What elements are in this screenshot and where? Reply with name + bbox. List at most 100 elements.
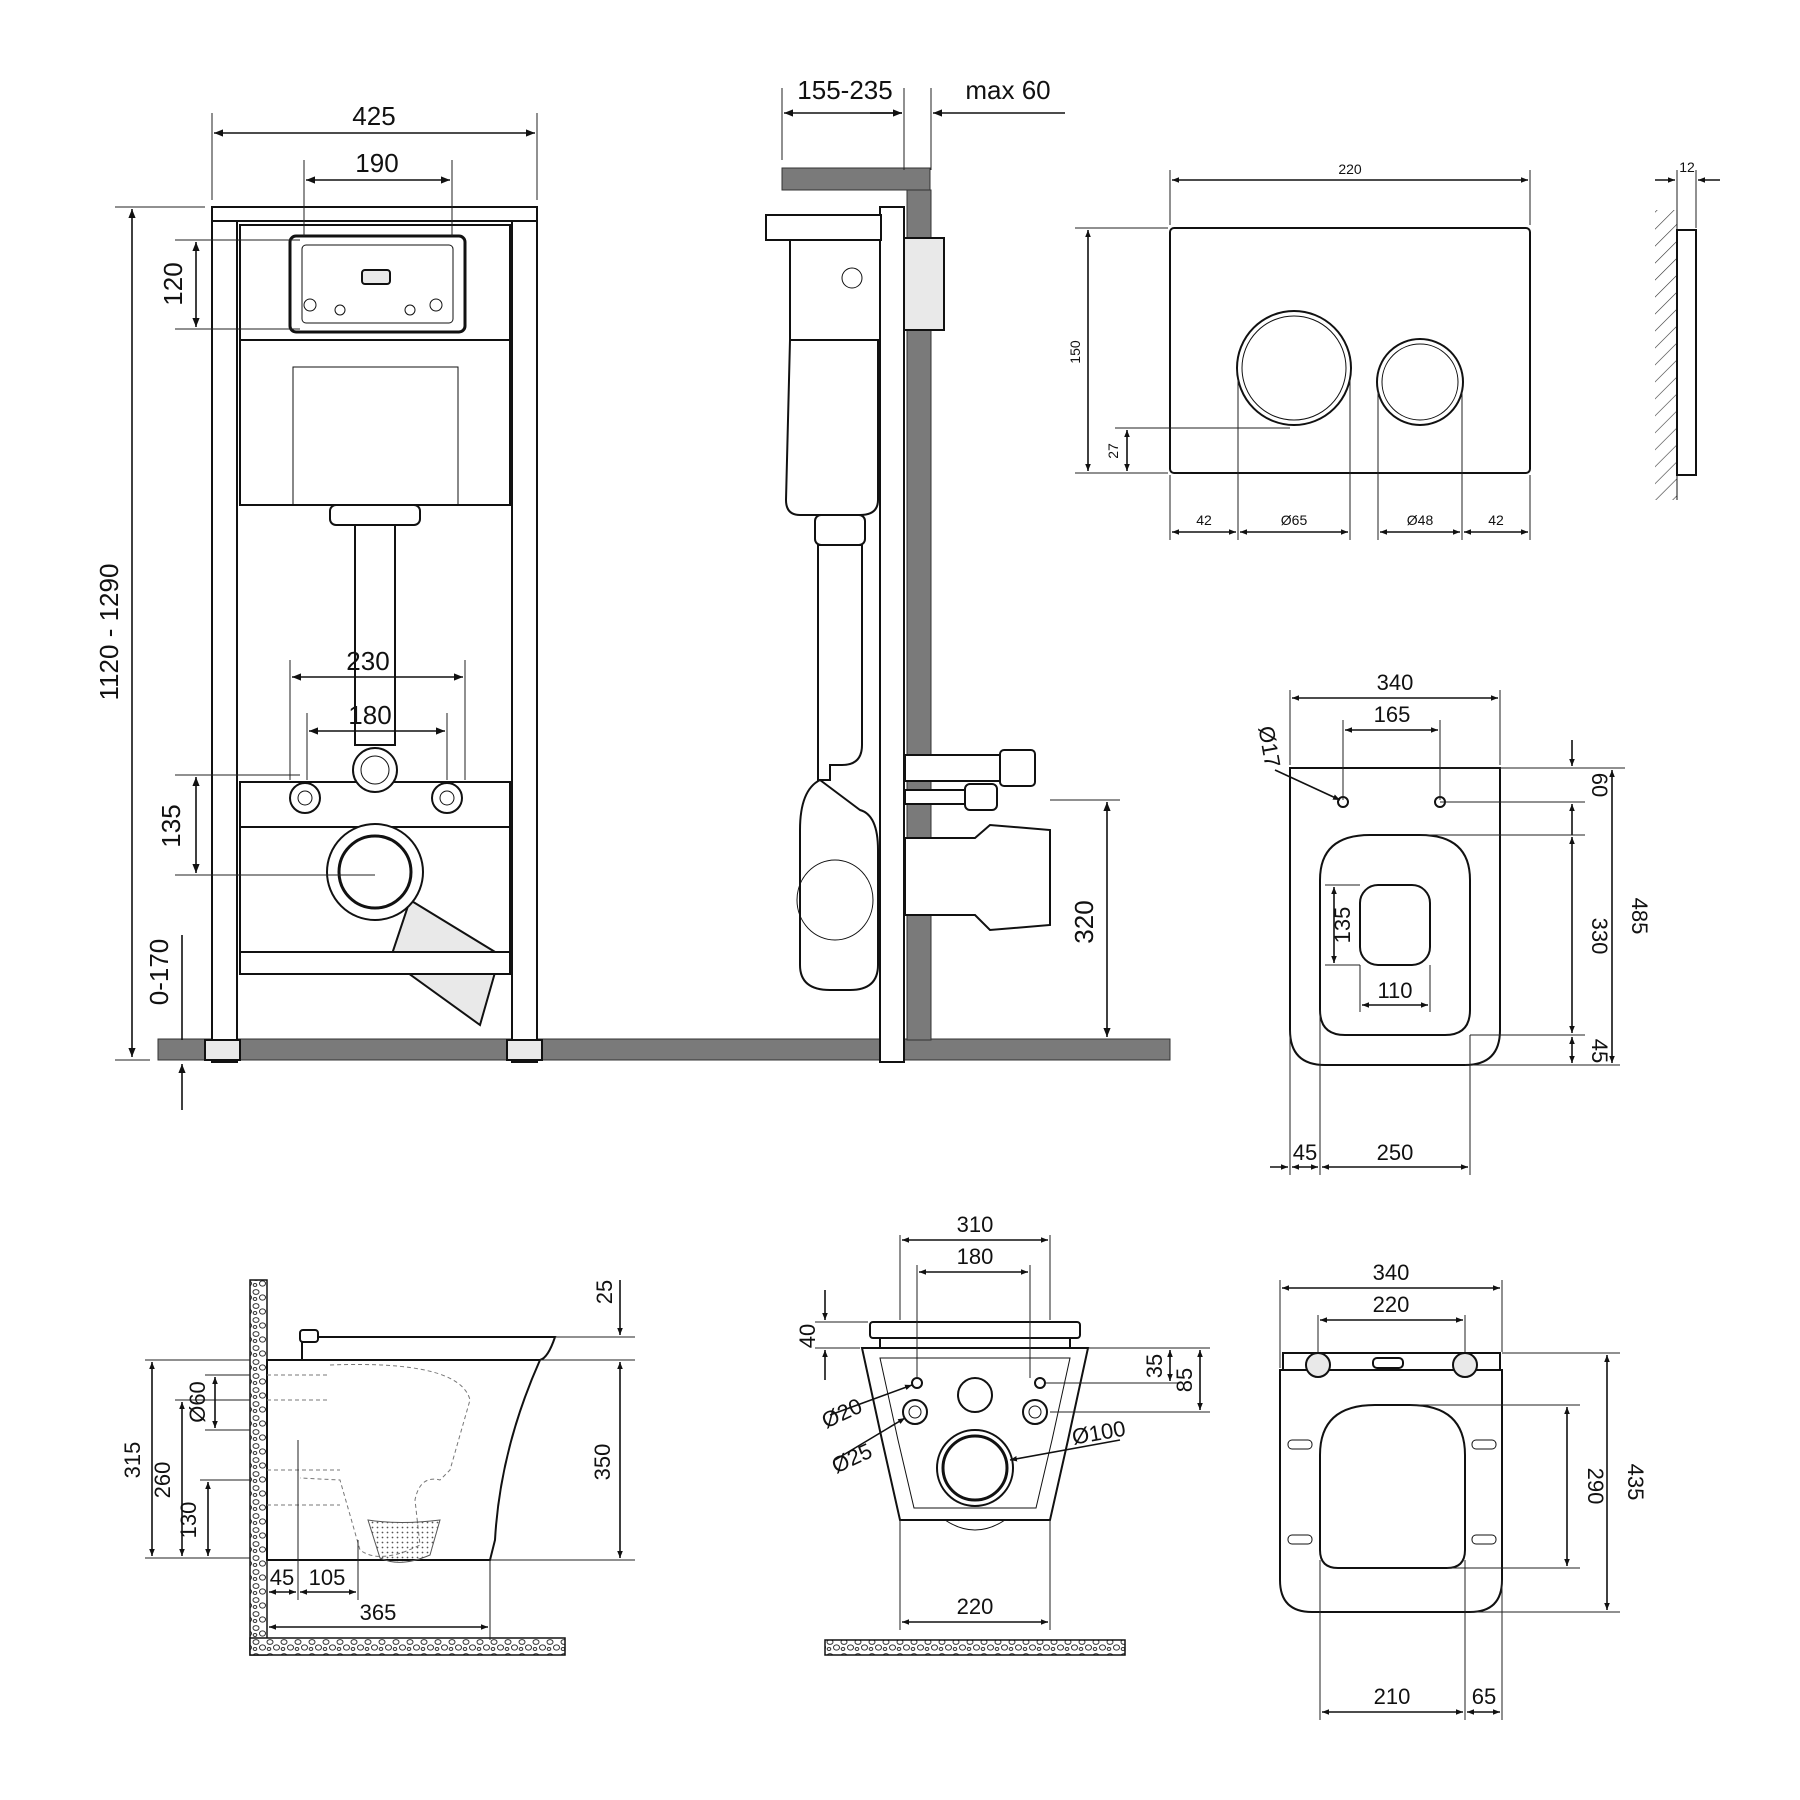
dim-inner-width: 110: [1377, 978, 1412, 1003]
dim-hole-large: Ø25: [828, 1438, 876, 1478]
dim-button-offset: 27: [1105, 443, 1121, 459]
dim-holes-spacing: 165: [1374, 702, 1411, 727]
dim-rear-top: 40: [795, 1324, 820, 1348]
side-frame-post: [879, 206, 905, 1063]
dim-foot-adjust: 0-170: [144, 939, 174, 1006]
seat-hinge-right: [1452, 1352, 1478, 1378]
dim-rear-small-offset: 35: [1142, 1354, 1167, 1378]
dim-hinge-spacing: 220: [1373, 1292, 1410, 1317]
dim-frame-width: 425: [352, 101, 395, 131]
dim-inner-length: 135: [1330, 907, 1355, 944]
dim-plate-height: 150: [1067, 340, 1083, 364]
dim-top-offset: 60: [1587, 773, 1612, 797]
dim-plate-width: 220: [1338, 161, 1362, 177]
side-bowl-body: [266, 1359, 542, 1561]
dim-bowl-height: 350: [590, 1444, 615, 1481]
frame-upright-right: [511, 206, 538, 1063]
seat-top-view: 340 220 290 435 210 65: [1279, 1260, 1648, 1720]
dim-button-large: Ø65: [1281, 512, 1308, 528]
inlet-connector: [352, 747, 398, 793]
side-bend-pipe: [799, 778, 879, 991]
dim-rear-width: 310: [957, 1212, 994, 1237]
rear-outlet: [936, 1429, 1014, 1507]
dim-low-height: 130: [176, 1502, 201, 1539]
dim-wall-thickness: max 60: [965, 75, 1050, 105]
dim-bowl-left: 45: [1293, 1140, 1317, 1165]
flush-pipe: [354, 524, 396, 746]
floor-slab: [157, 1038, 1171, 1061]
rear-seat-top: [869, 1321, 1081, 1339]
dim-bracket-height: 120: [158, 262, 188, 305]
access-bracket: [288, 234, 467, 334]
dim-front-rim: 45: [1587, 1039, 1612, 1063]
flush-button-large: [1236, 310, 1352, 426]
side-inlet-pipe: [904, 754, 1001, 782]
dim-pipe-offset: 135: [156, 804, 186, 847]
floor-section-side: [249, 1637, 566, 1656]
dim-plate-left: 42: [1196, 512, 1212, 528]
side-seat-lid: [301, 1336, 557, 1361]
dim-hole-diameter: Ø17: [1253, 724, 1285, 769]
outlet-pipe: [326, 823, 424, 921]
rear-inlet: [957, 1377, 993, 1413]
wall-section-side: [249, 1279, 268, 1656]
dim-bowl-width: 340: [1377, 670, 1414, 695]
dim-mid-height: 260: [150, 1462, 175, 1499]
dim-rear-large-offset: 85: [1172, 1368, 1197, 1392]
dim-hole-small: Ø20: [818, 1393, 866, 1433]
dim-bracket-width: 190: [355, 148, 398, 178]
plate-wall-hatch: [1655, 210, 1677, 500]
side-outlet-pipe: [904, 823, 1051, 932]
dim-outlet-height: 320: [1069, 900, 1099, 943]
dim-seat-thickness: 25: [592, 1280, 617, 1304]
dim-bolts-outer: 230: [346, 646, 389, 676]
rear-hole-large-left: [902, 1399, 928, 1425]
bowl-top-view: 340 165 Ø17 60 330 45 485 135: [1253, 670, 1652, 1175]
dim-frame-height: 1120 - 1290: [94, 564, 124, 701]
dim-offset-wall: 45: [270, 1565, 294, 1590]
dim-plate-right: 42: [1488, 512, 1504, 528]
dim-rear-holes: 180: [957, 1244, 994, 1269]
dim-button-small: Ø48: [1407, 512, 1434, 528]
bolt-right: [431, 782, 463, 814]
bowl-rear-view: 310 180 40 35 85 Ø20 Ø25 Ø100 220: [795, 1212, 1210, 1656]
dim-seat-side: 65: [1472, 1684, 1496, 1709]
dim-bowl-length: 485: [1627, 898, 1652, 935]
dim-seat-opening: 290: [1583, 1468, 1608, 1505]
plate-profile: [1676, 229, 1697, 476]
frame-foot-right: [506, 1039, 543, 1061]
dim-seat-length: 435: [1623, 1464, 1648, 1501]
cistern-tank: [239, 339, 511, 506]
rear-hole-small-left: [911, 1377, 923, 1389]
floor-section-rear: [824, 1639, 1126, 1656]
valve-icon: [361, 269, 391, 285]
frame-foot-left: [204, 1039, 241, 1061]
dim-bolts-inner: 180: [348, 700, 391, 730]
dim-seat-width: 340: [1373, 1260, 1410, 1285]
frame-front-view: 425 190 120 1120 - 1290 230 180 135 0: [94, 101, 1171, 1110]
side-trap-area: [367, 1519, 441, 1563]
side-valve-box: [789, 239, 881, 341]
dim-install-depth: 155-235: [797, 75, 892, 105]
wall-slab-top: [781, 167, 931, 191]
dim-rear-base: 220: [957, 1594, 994, 1619]
side-cistern: [784, 339, 879, 516]
seat-opening: [1319, 1404, 1466, 1569]
flush-plate-view: 220 150 27 42 Ø65 Ø48 42 12: [1067, 159, 1720, 540]
dim-bowl-inner-width: 250: [1377, 1140, 1414, 1165]
side-wall-plate: [903, 237, 945, 331]
frame-top-rail: [211, 206, 538, 222]
dim-plate-thickness: 12: [1679, 159, 1695, 175]
dim-bowl-projection: 365: [360, 1600, 397, 1625]
rear-hole-large-right: [1022, 1399, 1048, 1425]
dim-opening-length: 330: [1587, 918, 1612, 955]
side-top-bracket: [765, 214, 882, 241]
dim-inlet-diameter: Ø60: [185, 1381, 210, 1423]
dim-seat-front: 210: [1374, 1684, 1411, 1709]
side-flush-pipe: [817, 544, 863, 781]
seat-hinge-left: [1305, 1352, 1331, 1378]
bowl-opening-top: [1359, 884, 1431, 966]
rear-hole-small-right: [1034, 1377, 1046, 1389]
frame-side-view: 155-235 max 60 320: [765, 75, 1120, 1063]
